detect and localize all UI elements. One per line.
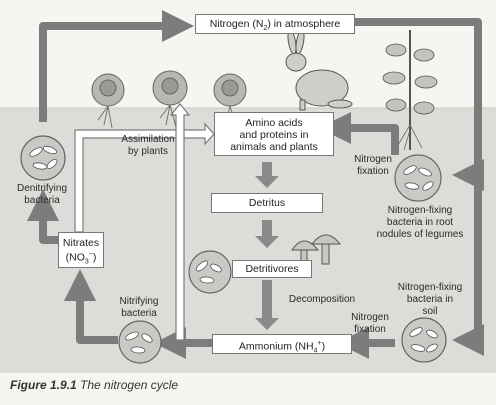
figure-title: The nitrogen cycle — [80, 378, 179, 392]
ammonium-superscript: + — [317, 340, 322, 347]
arrow-nitrates-to-denitrifying — [27, 189, 60, 244]
atmosphere-label: Nitrogen (N — [209, 18, 264, 30]
nitrifying-line-2: bacteria — [121, 308, 157, 319]
decomposition-label: Decomposition — [282, 294, 362, 306]
nitrates-line-2: (NO3−) — [59, 249, 103, 269]
nitrates-line-1: Nitrates — [62, 237, 100, 249]
arrow-fixation-to-amino-acids — [319, 112, 399, 155]
legume-bacteria-line-3: nodules of legumes — [376, 229, 464, 240]
denitrifying-line-2: bacteria — [24, 195, 60, 206]
legume-bacteria-line-1: Nitrogen-fixing — [387, 205, 453, 216]
nitrifying-label: Nitrifying bacteria — [108, 296, 170, 320]
cabbage-plants-icon — [91, 70, 247, 129]
figure-number: Figure 1.9.1 — [10, 378, 77, 392]
arrow-ammonium-to-plants — [169, 103, 191, 341]
legume-plant-icon — [382, 30, 438, 151]
atmosphere-label-end: ) in atmosphere — [267, 18, 341, 30]
ammonium-subscript: 4 — [313, 347, 318, 355]
arrow-nitrifying-to-nitrates — [64, 269, 118, 344]
nitrogen-fixation-bottom-line-1: Nitrogen — [351, 312, 389, 323]
atmosphere-subscript: 2 — [263, 25, 268, 33]
arrow-denitrification-to-atmosphere — [39, 10, 194, 122]
detritivores-box: Detritivores — [232, 260, 312, 278]
amino-line-2: and proteins in — [239, 129, 309, 141]
detritivores-label: Detritivores — [245, 263, 299, 275]
ammonium-label: Ammonium (NH — [238, 340, 314, 353]
figure-caption: Figure 1.9.1 The nitrogen cycle — [10, 378, 178, 392]
decomposition-text: Decomposition — [288, 294, 356, 305]
legume-bacteria-line-2: bacteria in root — [386, 217, 454, 228]
nitrogen-fixation-bottom-label: Nitrogen fixation — [344, 312, 396, 336]
detritus-box: Detritus — [211, 193, 323, 213]
denitrifying-label: Denitrifying bacteria — [2, 183, 82, 207]
mushroom-icon — [291, 234, 342, 267]
nitrates-subscript: 3 — [84, 258, 89, 266]
nitrogen-fixation-top-line-2: fixation — [357, 166, 389, 177]
nitrates-formula-end: ) — [92, 251, 97, 264]
atmosphere-box: Nitrogen (N2) in atmosphere — [195, 14, 355, 34]
nitrates-formula: (NO — [65, 251, 85, 264]
denitrifying-bacteria-icon — [20, 135, 66, 181]
soil-bacteria-line-1: Nitrogen-fixing — [397, 282, 463, 293]
arrow-detritus-to-detritivores — [255, 220, 279, 248]
legume-bacteria-icon — [394, 154, 442, 202]
arrow-amino-to-detritus — [255, 162, 279, 188]
nitrogen-fixation-bottom-line-2: fixation — [354, 324, 386, 335]
arrow-decomposition — [255, 280, 279, 330]
soil-bacteria-line-2: bacteria in — [406, 294, 454, 305]
soil-bacteria-line-3: soil — [422, 306, 438, 317]
amino-acids-box: Amino acids and proteins in animals and … — [214, 112, 334, 156]
detritus-label: Detritus — [248, 197, 286, 209]
assimilation-line-2: by plants — [127, 146, 169, 157]
detritivore-bacteria-icon — [188, 250, 232, 294]
ammonium-label-end: ) — [321, 340, 326, 353]
nitrogen-fixation-top-line-1: Nitrogen — [354, 154, 392, 165]
amino-line-3: animals and plants — [230, 141, 318, 153]
nitrifying-bacteria-icon — [118, 320, 162, 364]
nitrates-box: Nitrates (NO3−) — [58, 232, 104, 268]
arrow-assimilation — [74, 122, 215, 233]
assimilation-line-1: Assimilation — [121, 134, 175, 145]
nitrifying-line-1: Nitrifying — [119, 296, 159, 307]
soil-bacteria-icon — [401, 317, 447, 363]
assimilation-label: Assimilation by plants — [112, 134, 184, 158]
denitrifying-line-1: Denitrifying — [16, 183, 68, 194]
nitrogen-fixation-top-label: Nitrogen fixation — [348, 154, 398, 178]
nitrates-superscript: − — [88, 251, 93, 258]
ammonium-box: Ammonium (NH4+) — [212, 334, 352, 355]
arrow-atmosphere-to-soil-bacteria — [452, 175, 484, 356]
arrow-atmosphere-to-legumes — [355, 18, 484, 191]
legume-bacteria-label: Nitrogen-fixing bacteria in root nodules… — [368, 205, 472, 241]
rabbit-icon — [285, 29, 353, 111]
amino-line-1: Amino acids — [245, 117, 303, 129]
soil-bacteria-label: Nitrogen-fixing bacteria in soil — [384, 282, 476, 318]
